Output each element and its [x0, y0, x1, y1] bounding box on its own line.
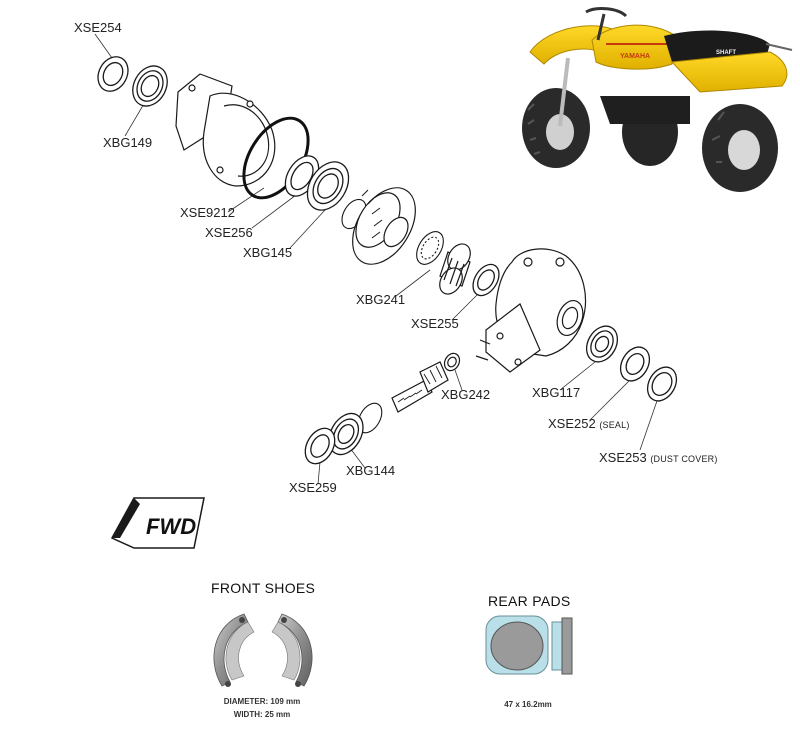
part-label-xbg145: XBG145 — [243, 246, 292, 259]
part-label-xbg117: XBG117 — [532, 386, 580, 399]
part-label-xbg241: XBG241 — [356, 293, 405, 306]
rear-pads-size: 47 x 16.2mm — [504, 700, 552, 709]
part-label-xse253: XSE253 (DUST COVER) — [599, 451, 718, 464]
bearing-xbg144 — [328, 412, 364, 456]
atv-brand-text: YAMAHA — [620, 53, 650, 60]
fwd-label: FWD — [146, 514, 196, 539]
part-label-xbg149: XBG149 — [103, 136, 152, 149]
leader-lines — [94, 33, 659, 485]
seal-xse254 — [97, 56, 129, 92]
dustcover-xse253 — [646, 366, 678, 402]
part-number: XSE253 — [599, 450, 647, 465]
seal-xse259 — [304, 427, 336, 465]
part-number: XBG117 — [532, 385, 581, 400]
bearing-xbg241 — [439, 243, 471, 295]
differential-housing — [475, 248, 587, 373]
part-number: XBG144 — [346, 463, 396, 478]
part-note: (DUST COVER) — [650, 454, 718, 464]
bearing-xbg145 — [306, 161, 350, 211]
part-label-xse255: XSE255 — [411, 317, 459, 330]
part-number: XSE9212 — [180, 205, 235, 220]
front-shoes-diameter: DIAMETER: 109 mm — [223, 697, 301, 706]
front-shoes-title: FRONT SHOES — [211, 580, 316, 596]
atv-photo: YAMAHA SHAFT — [522, 7, 793, 192]
part-number: XSE252 — [548, 416, 596, 431]
part-number: XSE254 — [74, 20, 122, 35]
part-label-xse254: XSE254 — [74, 21, 122, 34]
part-number: XBG145 — [243, 245, 293, 260]
rear-brake-pads-image — [485, 615, 573, 675]
pinion-shaft — [391, 361, 449, 413]
bearing-xbg149 — [132, 65, 168, 107]
part-label-xse256: XSE256 — [205, 226, 253, 239]
seal-xse252 — [619, 346, 651, 382]
part-label-xse9212: XSE9212 — [180, 206, 235, 219]
part-number: XBG149 — [103, 135, 153, 150]
rear-pads-title: REAR PADS — [488, 593, 571, 609]
front-brake-shoes-image — [213, 613, 313, 687]
washer — [416, 231, 444, 265]
part-number: XSE259 — [289, 480, 337, 495]
fwd-arrow-icon: FWD — [110, 497, 205, 549]
atv-decal-text: SHAFT — [716, 50, 736, 56]
bearing-xbg242 — [443, 352, 461, 372]
bearing-xbg117 — [585, 325, 619, 363]
part-number: XSE256 — [205, 225, 253, 240]
seal-xse255 — [472, 263, 500, 297]
part-number: XBG241 — [356, 292, 406, 307]
part-number: XBG242 — [441, 387, 491, 402]
gear-housing-cover — [175, 73, 276, 187]
part-note: (SEAL) — [599, 420, 630, 430]
part-label-xse252: XSE252 (SEAL) — [548, 417, 630, 430]
front-shoes-width: WIDTH: 25 mm — [233, 710, 291, 719]
part-label-xbg242: XBG242 — [441, 388, 490, 401]
part-label-xbg144: XBG144 — [346, 464, 395, 477]
ring-gear — [352, 187, 416, 265]
part-label-xse259: XSE259 — [289, 481, 337, 494]
part-number: XSE255 — [411, 316, 459, 331]
